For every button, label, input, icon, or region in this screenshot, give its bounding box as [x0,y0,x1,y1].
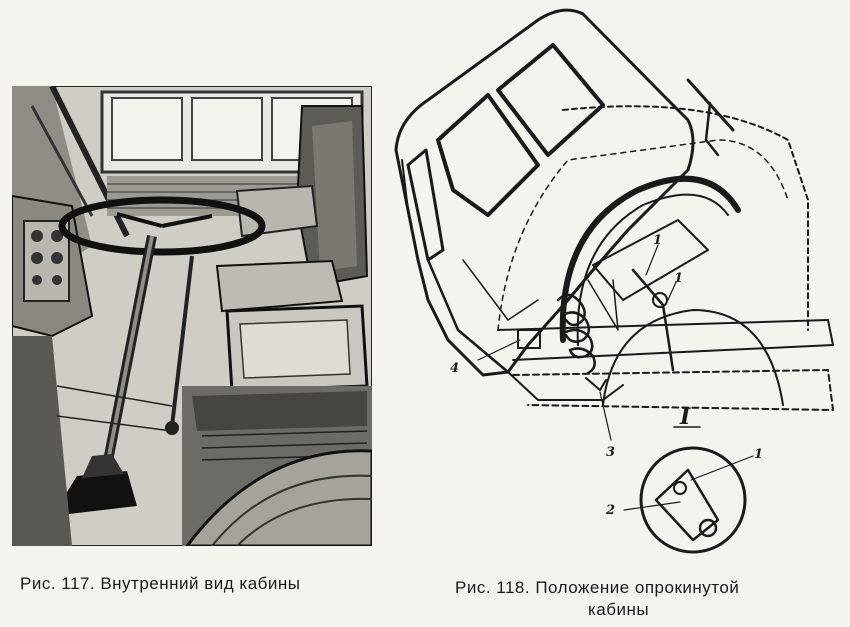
callout-1a: 1 [653,233,662,248]
caption-figure-118-line2: кабины [588,600,650,619]
figure-117-cab-interior [12,86,372,546]
figure-118-tilted-cab: 1 1 4 3 I 1 2 [394,8,834,554]
detail-callout-2: 2 [605,503,615,518]
callout-1b: 1 [674,271,683,286]
detail-callout-1: 1 [754,447,763,462]
callout-4: 4 [450,361,459,376]
caption-figure-118-line1: Рис. 118. Положение опрокинутой [455,578,740,597]
caption-figure-117: Рис. 117. Внутренний вид кабины [20,574,301,593]
callout-3: 3 [606,445,615,460]
section-mark-I: I [679,404,691,430]
